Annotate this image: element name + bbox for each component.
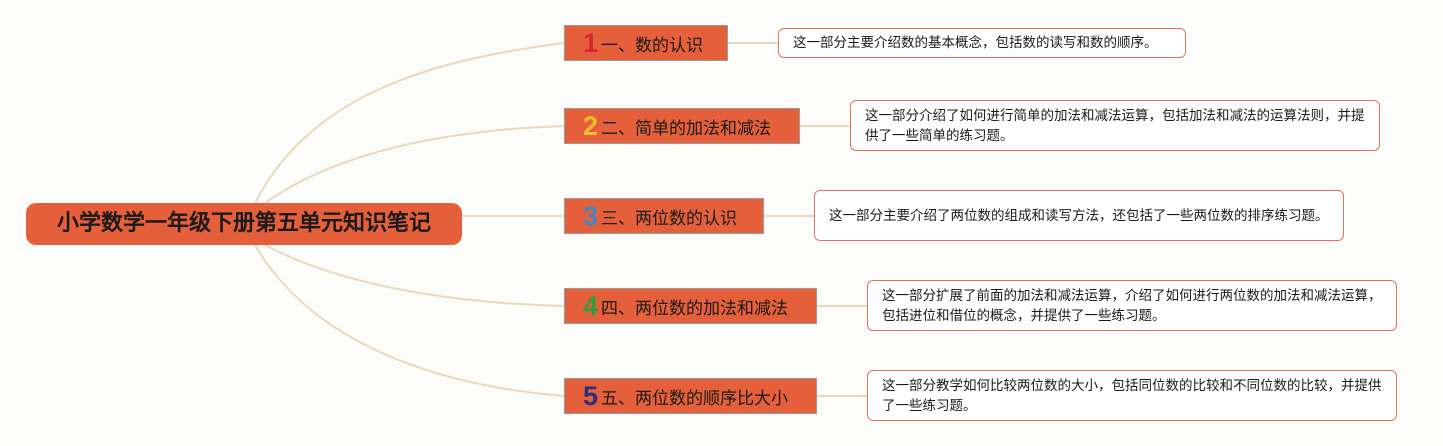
note-3[interactable]: 这一部分主要介绍了两位数的组成和读写方法，还包括了一些两位数的排序练习题。	[814, 190, 1344, 241]
number-4-icon: 4	[583, 290, 599, 321]
note-4-text: 这一部分扩展了前面的加法和减法运算，介绍了如何进行两位数的加法和减法运算，包括进…	[882, 287, 1382, 324]
topic-5-label: 五、两位数的顺序比大小	[601, 388, 789, 409]
number-3-icon: 3	[583, 200, 599, 231]
topic-3[interactable]: 3 三、两位数的认识	[564, 198, 764, 234]
topic-4[interactable]: 4 四、两位数的加法和减法	[564, 288, 817, 324]
branch-connector-5	[254, 244, 565, 397]
number-5-icon: 5	[583, 380, 599, 411]
note-2[interactable]: 这一部分介绍了如何进行简单的加法和减法运算，包括加法和减法的运算法则，并提供了一…	[850, 100, 1380, 151]
root-topic[interactable]: 小学数学一年级下册第五单元知识笔记	[26, 203, 462, 245]
number-2-icon: 2	[583, 110, 599, 141]
topic-5[interactable]: 5 五、两位数的顺序比大小	[564, 378, 817, 414]
topic-1[interactable]: 1 一、数的认识	[564, 25, 728, 61]
topic-2-label: 二、简单的加法和减法	[601, 118, 772, 139]
number-1-icon: 1	[583, 27, 599, 58]
note-3-text: 这一部分主要介绍了两位数的组成和读写方法，还包括了一些两位数的排序练习题。	[829, 207, 1329, 224]
branch-connector-4	[264, 244, 565, 307]
note-2-text: 这一部分介绍了如何进行简单的加法和减法运算，包括加法和减法的运算法则，并提供了一…	[865, 107, 1365, 144]
topic-2[interactable]: 2 二、简单的加法和减法	[564, 108, 800, 144]
note-5-text: 这一部分教学如何比较两位数的大小，包括同位数的比较和不同位数的比较，并提供了一些…	[882, 377, 1382, 414]
topic-4-label: 四、两位数的加法和减法	[601, 298, 789, 319]
topic-1-label: 一、数的认识	[601, 35, 704, 56]
note-5[interactable]: 这一部分教学如何比较两位数的大小，包括同位数的比较和不同位数的比较，并提供了一些…	[867, 370, 1397, 421]
topic-3-label: 三、两位数的认识	[601, 208, 738, 229]
note-1[interactable]: 这一部分主要介绍数的基本概念，包括数的读写和数的顺序。	[778, 28, 1186, 58]
branch-connector-2	[264, 125, 565, 204]
branch-connector-1	[254, 42, 565, 204]
note-4[interactable]: 这一部分扩展了前面的加法和减法运算，介绍了如何进行两位数的加法和减法运算，包括进…	[867, 280, 1397, 331]
note-1-text: 这一部分主要介绍数的基本概念，包括数的读写和数的顺序。	[793, 35, 1158, 51]
